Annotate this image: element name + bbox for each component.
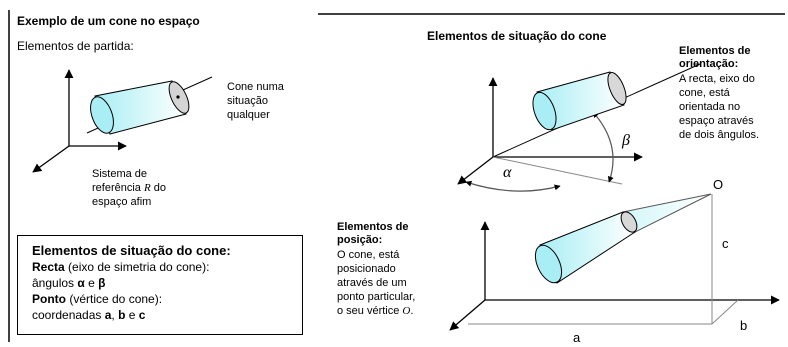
position-projection-lines — [468, 194, 739, 325]
box-coord-sep2: e — [125, 308, 139, 322]
box-ponto-bold: Ponto — [32, 292, 66, 306]
box-angles-and: e — [84, 276, 99, 290]
left-subtitle: Elementos de partida: — [17, 39, 134, 53]
left-cone — [90, 80, 190, 135]
reference-system-label-3: espaço afim — [92, 196, 152, 208]
position-axes — [449, 221, 780, 331]
cone-situation-label-3: qualquer — [227, 109, 270, 121]
orientation-text-4: espaço através — [679, 115, 754, 127]
position-vertex-o: O — [402, 305, 411, 317]
position-text-5-pre: o seu vértice — [337, 305, 403, 317]
box-coord-sep1: , — [111, 308, 119, 322]
alpha-arc — [465, 180, 561, 192]
left-reference-system — [32, 69, 127, 173]
orientation-title-2: orientação: — [679, 58, 739, 70]
box-alpha: α — [77, 276, 85, 290]
position-title-2: posição: — [337, 234, 383, 246]
beta-angle-label: β — [622, 132, 630, 149]
reference-variable-r: R — [143, 182, 151, 194]
box-coord-c: c — [138, 308, 146, 322]
left-title: Exemplo de um cone no espaço — [17, 14, 200, 28]
situation-summary-box: Elementos de situação do cone: Recta (ei… — [17, 235, 303, 335]
box-title: Elementos de situação do cone: — [32, 243, 231, 258]
box-recta-rest: (eixo de simetria do cone): — [64, 260, 210, 274]
box-recta-line: Recta (eixo de simetria do cone): — [32, 260, 209, 274]
box-coord-a: a — [104, 308, 112, 322]
reference-label-text: referência — [92, 182, 144, 194]
box-coords-text: coordenadas — [32, 308, 105, 322]
orientation-text-1: A recta, eixo do — [679, 73, 755, 85]
right-title: Elementos de situação do cone — [427, 29, 607, 43]
box-recta-bold: Recta — [32, 260, 65, 274]
position-text-1: O cone, está — [337, 249, 400, 261]
orientation-text-5: de dois ângulos. — [679, 129, 760, 141]
orientation-title-1: Elementos de — [679, 45, 751, 57]
cone-situation-label-2: situação — [227, 95, 268, 107]
position-text-4: ponto particular, — [337, 291, 416, 303]
reference-system-label-1: Sistema de — [92, 168, 148, 180]
reference-label-suffix: do — [150, 182, 167, 194]
orientation-text-3: orientada no — [679, 101, 741, 113]
box-ponto-rest: (vértice do cone): — [66, 292, 163, 306]
reference-system-label-2: referência R do — [92, 182, 166, 195]
vertex-o-label: O — [713, 177, 724, 192]
position-text-5-post: . — [410, 305, 414, 317]
box-ponto-line: Ponto (vértice do cone): — [32, 292, 162, 306]
coord-a-label: a — [573, 330, 581, 345]
position-cone — [534, 193, 712, 284]
box-angles-line: ângulos α e β — [32, 276, 105, 290]
position-text-5: o seu vértice O. — [337, 305, 413, 318]
box-angles-text: ângulos — [32, 276, 78, 290]
beta-arc — [592, 111, 614, 183]
position-text-2: posicionado — [337, 263, 396, 275]
orientation-text-2: cone, está — [679, 87, 730, 99]
position-title-1: Elementos de — [337, 221, 409, 233]
coord-b-label: b — [740, 318, 748, 333]
position-text-3: através de um — [337, 277, 407, 289]
cone-situation-label-1: Cone numa — [227, 81, 284, 93]
orientation-cone — [532, 71, 627, 131]
alpha-angle-label: α — [503, 164, 512, 181]
box-coord-b: b — [118, 308, 126, 322]
coord-c-label: c — [722, 236, 729, 251]
box-beta: β — [98, 276, 106, 290]
box-coords-line: coordenadas a, b e c — [32, 308, 145, 322]
